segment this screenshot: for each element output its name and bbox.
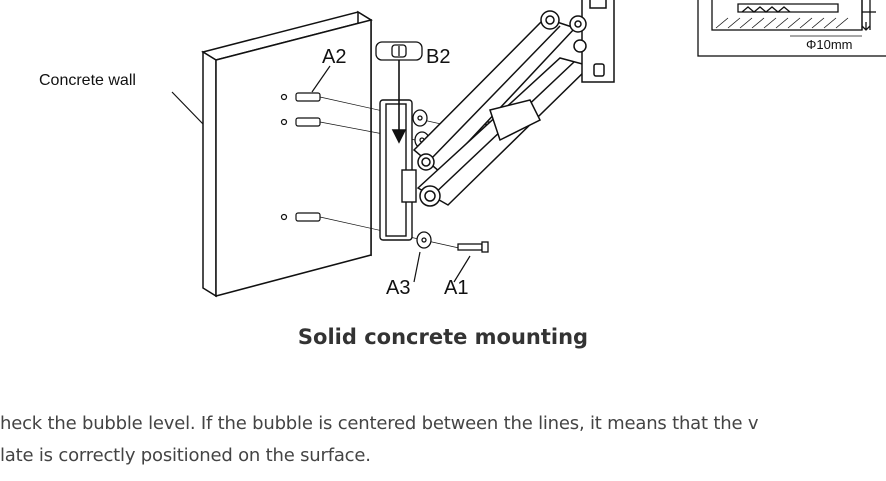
instruction-line-2: late is correctly positioned on the surf… [0,445,371,466]
wall-anchors [280,92,321,222]
diagram-caption: Solid concrete mounting [297,325,589,349]
monitor-arm [412,0,615,207]
drill-depth-inset [697,0,886,57]
part-a3-label: A3 [386,277,411,299]
mounting-diagram [171,0,886,298]
instruction-line-1: heck the bubble level. If the bubble is … [0,413,759,434]
part-a1-label: A1 [444,277,469,299]
bubble-level [375,41,423,61]
part-b2-label: B2 [426,46,451,68]
part-a2-label: A2 [322,46,347,68]
concrete-wall-label: Concrete wall [39,72,136,89]
wall-plate [379,99,417,241]
install-arrow [391,60,407,144]
hole-diameter-label: Φ10mm [806,37,853,52]
concrete-wall [201,10,373,298]
